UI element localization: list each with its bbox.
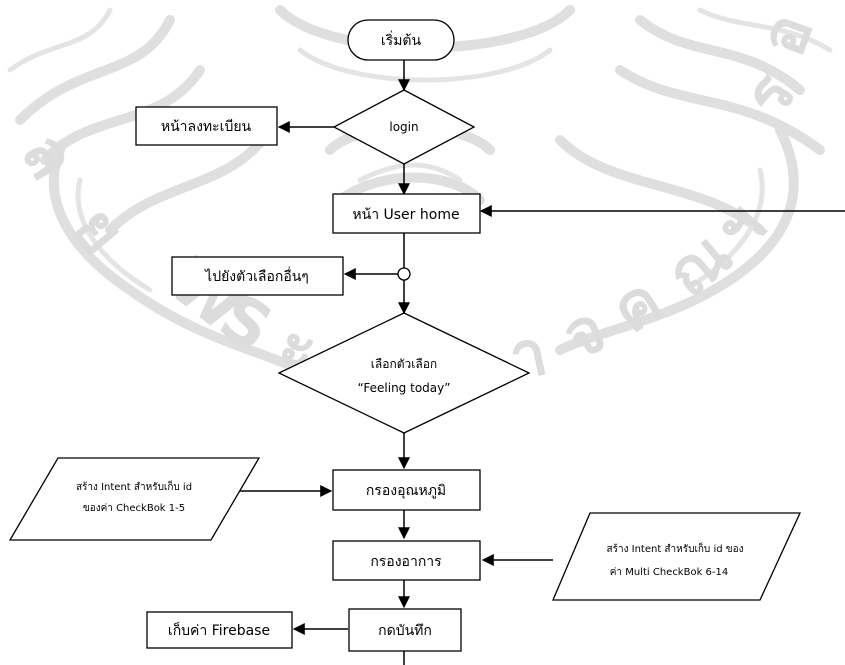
intent-checkbox-label-2: ของค่า CheckBok 1-5 bbox=[83, 503, 185, 514]
temperature-filter-process: กรองอุณหภูมิ bbox=[332, 469, 481, 511]
symptom-filter-label: กรองอาการ bbox=[370, 554, 442, 570]
intent-checkbox-label-1: สร้าง Intent สำหรับเก็บ id bbox=[76, 479, 192, 493]
temperature-filter-box bbox=[332, 469, 481, 511]
select-option-decision: เลือกตัวเลือก “Feeling today” bbox=[277, 312, 531, 434]
start-label: เริ่มต้น bbox=[381, 31, 422, 49]
temperature-filter-label: กรองอุณหภูมิ bbox=[366, 483, 446, 499]
save-label: กดบันทึก bbox=[378, 623, 432, 639]
user-home-label: หน้า User home bbox=[352, 207, 459, 223]
start-terminator: เริ่มต้น bbox=[347, 19, 455, 61]
svg-text:อ: อ bbox=[745, 4, 828, 65]
user-home-box bbox=[332, 193, 481, 234]
firebase-box bbox=[146, 611, 293, 649]
user-home-process: หน้า User home bbox=[332, 193, 481, 234]
junction-connector bbox=[397, 267, 411, 281]
register-process: หน้าลงทะเบียน bbox=[135, 106, 278, 146]
symptom-filter-process: กรองอาการ bbox=[332, 540, 481, 581]
intent-multi-label-1: สร้าง Intent สำหรับเก็บ id ของ bbox=[606, 541, 743, 555]
register-label: หน้าลงทะเบียน bbox=[161, 119, 252, 135]
register-box bbox=[135, 106, 278, 146]
save-box bbox=[348, 608, 462, 652]
connectors bbox=[236, 60, 845, 665]
intent-multi-label-2: ค่า Multi CheckBok 6-14 bbox=[610, 567, 729, 578]
svg-text:ย: ย bbox=[58, 193, 139, 269]
other-options-box bbox=[171, 256, 344, 296]
save-process: กดบันทึก bbox=[348, 608, 462, 652]
select-option-label-1: เลือกตัวเลือก bbox=[371, 357, 437, 371]
login-decision: login bbox=[332, 89, 476, 165]
firebase-label: เก็บค่า Firebase bbox=[168, 621, 270, 639]
start-shape bbox=[347, 19, 455, 61]
select-option-label-2: “Feeling today” bbox=[358, 381, 451, 395]
intent-checkbox-data: สร้าง Intent สำหรับเก็บ id ของค่า CheckB… bbox=[8, 457, 261, 541]
select-option-diamond bbox=[277, 312, 531, 434]
other-options-process: ไปยังตัวเลือกอื่นๆ bbox=[171, 256, 344, 296]
intent-multi-checkbox-data: สร้าง Intent สำหรับเก็บ id ของ ค่า Multi… bbox=[552, 512, 802, 601]
svg-text:า: า bbox=[503, 316, 554, 396]
firebase-process: เก็บค่า Firebase bbox=[146, 611, 293, 649]
login-diamond bbox=[332, 89, 476, 165]
login-label: login bbox=[389, 120, 418, 134]
other-options-label: ไปยังตัวเลือกอื่นๆ bbox=[204, 267, 309, 285]
symptom-filter-box bbox=[332, 540, 481, 581]
intent-multi-parallelogram bbox=[552, 512, 802, 601]
intent-checkbox-parallelogram bbox=[8, 457, 261, 541]
